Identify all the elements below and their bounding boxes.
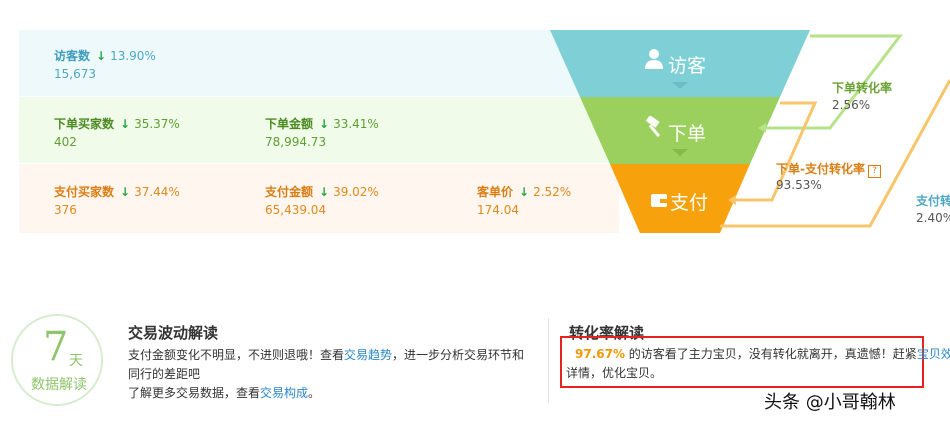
- funnel-stage-visitors: [550, 30, 810, 97]
- metric-change: 2.52%: [533, 185, 572, 199]
- metric-label: 支付买家数: [54, 185, 115, 199]
- metric-value: 65,439.04: [265, 203, 327, 217]
- connector-pay-rate: [730, 101, 818, 202]
- metric-change: 35.37%: [134, 117, 180, 131]
- order-rate-value: 2.56%: [832, 98, 871, 112]
- trade-text: 支付金额变化不明显，不进则退哦！查看交易趋势，进一步分析交易环节和 同行的差距吧…: [128, 348, 525, 400]
- metric-pay-amount[interactable]: 支付金额 ↓39.02% 65,439.04: [265, 183, 379, 219]
- funnel-arrow-order: [672, 149, 688, 156]
- hammer-icon: [645, 116, 661, 138]
- metric-avg-price[interactable]: 客单价 ↓2.52% 174.04: [477, 183, 571, 219]
- metric-value: 78,994.73: [265, 135, 327, 149]
- metric-pay-buyers[interactable]: 支付买家数 ↓37.44% 376: [54, 183, 180, 219]
- highlight-box: [560, 336, 924, 388]
- badge-number: 7: [43, 324, 69, 370]
- metric-value: 15,673: [54, 67, 96, 81]
- order-pay-rate-value: 93.53%: [776, 178, 822, 192]
- metric-change: 33.41%: [333, 117, 379, 131]
- metric-value: 376: [54, 203, 77, 217]
- down-arrow-icon: ↓: [319, 117, 330, 131]
- watermark: 头条 @小哥翰林: [764, 392, 896, 413]
- metric-order-amount[interactable]: 下单金额 ↓33.41% 78,994.73: [265, 115, 379, 151]
- trade-title: 交易波动解读: [128, 324, 219, 342]
- metric-value: 402: [54, 135, 77, 149]
- conversion-pct: 97.67%: [575, 347, 625, 361]
- stage-label-order: 下单: [668, 123, 707, 145]
- down-arrow-icon: ↓: [319, 185, 330, 199]
- badge-unit: 天: [69, 353, 83, 369]
- funnel-stage-pay: [610, 164, 750, 233]
- metric-label: 下单买家数: [54, 117, 115, 131]
- down-arrow-icon: ↓: [96, 49, 107, 63]
- metric-change: 39.02%: [333, 185, 379, 199]
- down-arrow-icon: ↓: [120, 185, 131, 199]
- pay-rate-value: 2.40%: [916, 211, 950, 225]
- connector-order-rate: [760, 34, 904, 130]
- wallet-icon: [651, 194, 667, 207]
- metric-label: 支付金额: [265, 185, 314, 199]
- pay-row: [19, 164, 619, 233]
- down-arrow-icon: ↓: [519, 185, 530, 199]
- seven-day-badge: 7 天 数据解读: [11, 314, 103, 406]
- funnel-graphic: [550, 30, 950, 233]
- pay-rate-title: 支付转: [916, 194, 950, 208]
- item-effect-link[interactable]: 宝贝效: [916, 347, 950, 361]
- metric-change: 37.44%: [134, 185, 180, 199]
- trade-trend-link[interactable]: 交易趋势: [344, 348, 393, 362]
- connector-overall-rate: [720, 79, 950, 228]
- conversion-text: 97.67% 的访客看了主力宝贝，没有转化就离开，真遗憾！赶紧宝贝效 详情，优化…: [566, 345, 950, 383]
- metric-visitors[interactable]: 访客数 ↓13.90% 15,673: [54, 47, 156, 83]
- metric-label: 下单金额: [265, 117, 314, 131]
- stage-label-visitors: 访客: [668, 55, 707, 77]
- order-row: [19, 97, 619, 163]
- visitor-row: [19, 30, 619, 96]
- help-icon[interactable]: ?: [867, 165, 881, 178]
- badge-text: 数据解读: [31, 377, 87, 393]
- order-pay-rate-title: 下单-支付转化率?: [776, 160, 881, 178]
- person-icon: [645, 49, 663, 69]
- down-arrow-icon: ↓: [120, 117, 131, 131]
- metric-label: 访客数: [54, 49, 91, 63]
- metric-change: 13.90%: [110, 49, 156, 63]
- metric-label: 客单价: [477, 185, 514, 199]
- trade-composition-link[interactable]: 交易构成: [260, 386, 309, 400]
- funnel-stage-order: [580, 97, 780, 164]
- divider: [548, 318, 549, 403]
- metric-value: 174.04: [477, 203, 519, 217]
- funnel-arrow-visitors: [672, 82, 688, 89]
- order-rate-title: 下单转化率: [832, 81, 893, 95]
- metric-order-buyers[interactable]: 下单买家数 ↓35.37% 402: [54, 115, 180, 151]
- stage-label-pay: 支付: [670, 192, 709, 214]
